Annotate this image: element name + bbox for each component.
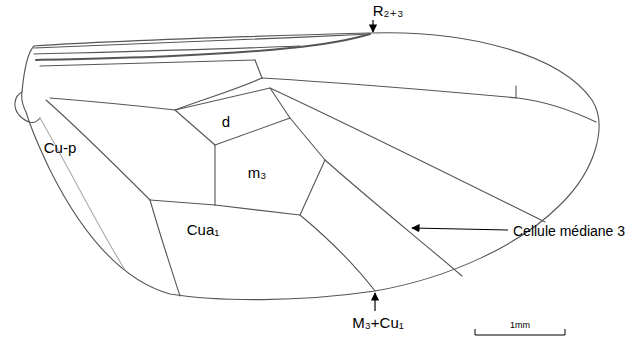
m3-cu1-vein bbox=[300, 215, 375, 291]
median-vein bbox=[270, 88, 545, 222]
cell-label: d bbox=[222, 114, 230, 129]
median-vein bbox=[214, 145, 215, 205]
discal-cell bbox=[175, 88, 290, 145]
vein-label: M₃+Cu₁ bbox=[352, 315, 404, 330]
median-vein bbox=[290, 118, 325, 160]
crossvein bbox=[515, 86, 516, 98]
radius-vein bbox=[40, 60, 255, 66]
cubital-vein bbox=[150, 200, 215, 205]
anal-vein bbox=[40, 118, 125, 270]
pointer-arrow bbox=[374, 293, 375, 311]
anal-vein bbox=[150, 200, 180, 296]
crossvein bbox=[255, 60, 262, 78]
radius-vein bbox=[36, 34, 370, 60]
scale-bar bbox=[475, 329, 565, 335]
pointer-arrow bbox=[372, 20, 373, 32]
radial-sector-vein bbox=[262, 78, 596, 122]
costa-vein bbox=[34, 34, 370, 48]
vein-label: R₂₊₃ bbox=[373, 3, 404, 18]
cell-label: Cua₁ bbox=[187, 222, 220, 237]
callout-label: Cellule médiane 3 bbox=[513, 224, 625, 238]
median-vein bbox=[175, 78, 262, 110]
pointer-arrow bbox=[412, 228, 508, 230]
wing-base bbox=[15, 92, 40, 122]
median-vein bbox=[325, 160, 462, 276]
scale-label: 1mm bbox=[510, 321, 530, 330]
vein-label: Cu-p bbox=[44, 140, 77, 155]
median-vein bbox=[215, 160, 325, 215]
wing-outline bbox=[22, 33, 599, 300]
cell-label: m₃ bbox=[248, 165, 267, 180]
median-vein bbox=[50, 98, 175, 110]
